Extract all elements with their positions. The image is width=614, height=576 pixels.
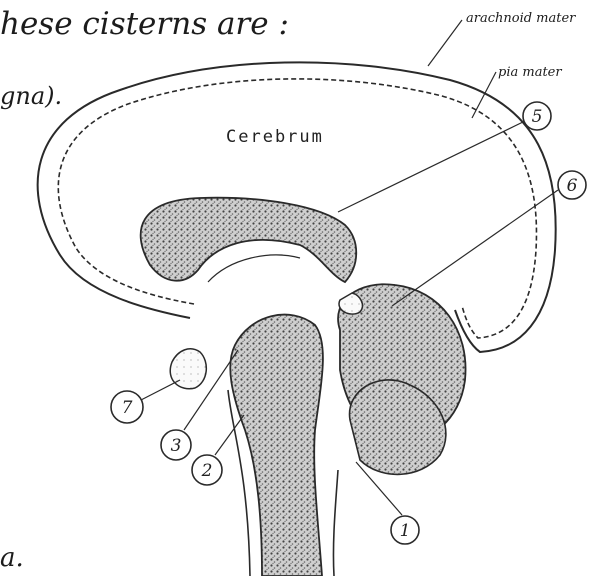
cerebrum-label: Cerebrum [226,127,324,147]
callout-5-number: 5 [532,107,543,127]
corpus-callosum [141,198,357,282]
arachnoid-mater-label: arachnoid mater [466,11,576,26]
meninges-leader-lines [428,20,496,118]
callout-3-number: 3 [171,436,182,456]
callout-2: 2 [192,415,244,485]
callout-6-number: 6 [567,176,578,196]
pia-mater-label: pia mater [498,65,562,80]
left-fragment-gna: gna). [0,82,62,110]
callout-2-number: 2 [201,461,213,481]
brainstem [228,315,338,576]
heading-fragment: hese cisterns are : [0,6,289,42]
callout-6: 6 [392,171,586,306]
callout-7: 7 [111,380,180,423]
callout-1-number: 1 [400,521,411,541]
left-fragment-a: a. [0,543,24,573]
callout-7-number: 7 [122,398,133,418]
